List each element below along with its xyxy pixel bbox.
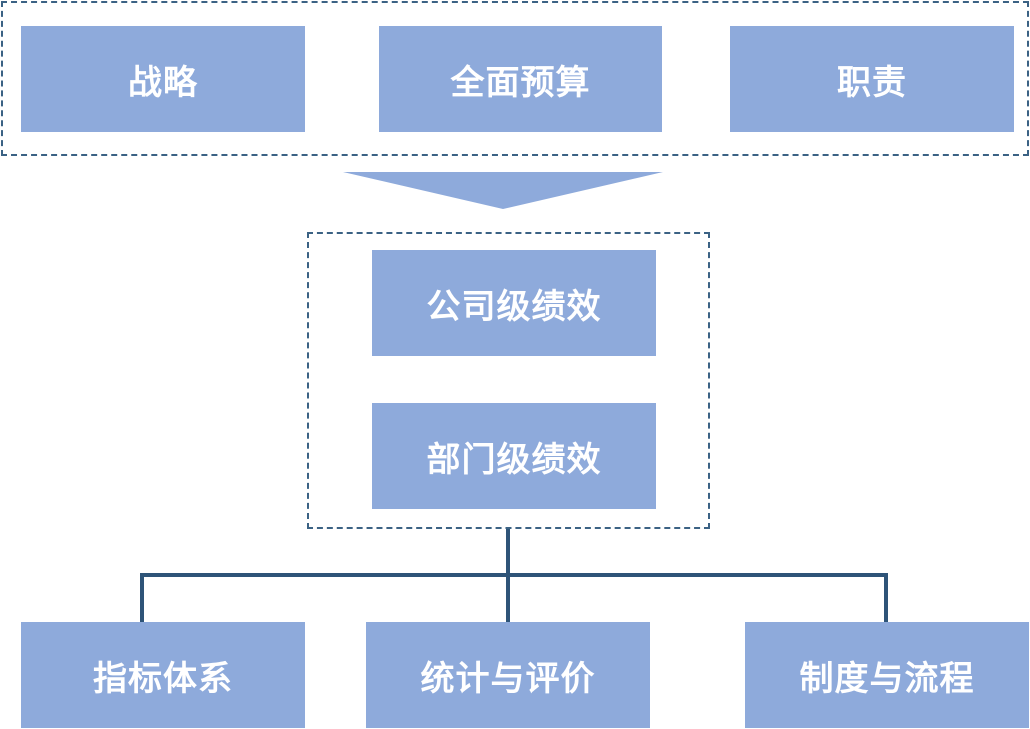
connector-vertical-main bbox=[506, 529, 510, 576]
middle-group-frame bbox=[307, 232, 710, 529]
connector-center-drop bbox=[506, 573, 510, 623]
company-performance-label: 公司级绩效 bbox=[426, 286, 602, 327]
statistics-evaluation-label: 统计与评价 bbox=[420, 658, 596, 699]
indicator-system-box: 指标体系 bbox=[21, 622, 305, 728]
responsibilities-box: 职责 bbox=[730, 26, 1014, 132]
connector-right-drop bbox=[884, 573, 888, 623]
company-performance-box: 公司级绩效 bbox=[372, 250, 656, 356]
system-process-box: 制度与流程 bbox=[745, 622, 1029, 728]
down-arrow-icon bbox=[343, 172, 663, 209]
top-group-frame bbox=[1, 1, 1029, 156]
responsibilities-label: 职责 bbox=[837, 62, 907, 103]
comprehensive-budget-box: 全面预算 bbox=[379, 26, 662, 132]
department-performance-box: 部门级绩效 bbox=[372, 403, 656, 509]
connector-left-drop bbox=[140, 573, 144, 623]
indicator-system-label: 指标体系 bbox=[93, 658, 233, 699]
department-performance-label: 部门级绩效 bbox=[426, 439, 602, 480]
statistics-evaluation-box: 统计与评价 bbox=[366, 622, 650, 728]
connector-horizontal bbox=[140, 573, 888, 577]
comprehensive-budget-label: 全面预算 bbox=[450, 62, 591, 103]
strategy-label: 战略 bbox=[128, 62, 198, 103]
system-process-label: 制度与流程 bbox=[799, 658, 975, 699]
strategy-box: 战略 bbox=[21, 26, 305, 132]
